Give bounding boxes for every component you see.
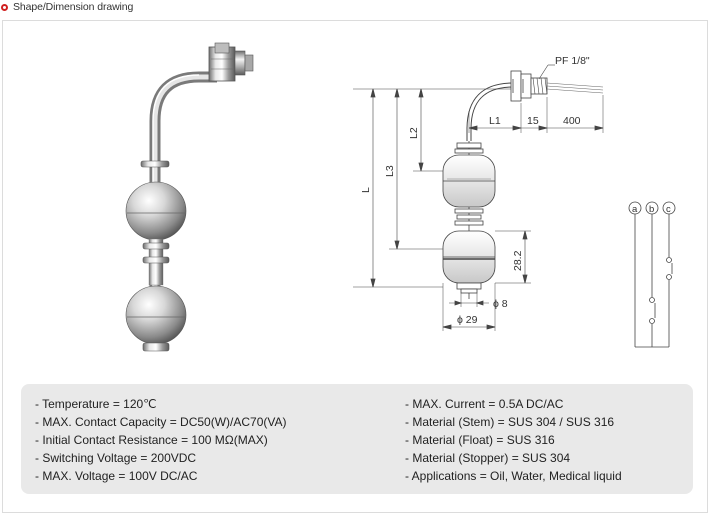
spec-item: - Applications = Oil, Water, Medical liq… [405, 469, 622, 483]
l2-label: L2 [408, 127, 420, 139]
d400-label: 400 [563, 115, 581, 127]
drawing-panel: PF 1/8" L1 15 400 L2 L3 L 28.2 ϕ 8 ϕ 29 … [2, 20, 708, 513]
spec-item: - MAX. Contact Capacity = DC50(W)/AC70(V… [35, 415, 287, 429]
spec-item: - Material (Stopper) = SUS 304 [405, 451, 571, 465]
l3-label: L3 [384, 165, 396, 177]
pf-label: PF 1/8" [555, 55, 590, 67]
spec-item: - MAX. Voltage = 100V DC/AC [35, 469, 198, 483]
spec-item: - Material (Stem) = SUS 304 / SUS 316 [405, 415, 615, 429]
d282-label: 28.2 [512, 250, 524, 271]
terminal-a-label: a [632, 204, 638, 215]
l1-label: L1 [489, 115, 501, 127]
drawing-canvas: PF 1/8" L1 15 400 L2 L3 L 28.2 ϕ 8 ϕ 29 … [125, 42, 676, 352]
spec-item: - Material (Float) = SUS 316 [405, 433, 555, 447]
section-header: Shape/Dimension drawing [0, 0, 133, 14]
technical-drawing [353, 64, 604, 331]
phi29-label: ϕ 29 [457, 314, 478, 326]
dimension-labels: PF 1/8" L1 15 400 L2 L3 L 28.2 ϕ 8 ϕ 29 [360, 55, 590, 326]
spec-item: - Switching Voltage = 200VDC [35, 451, 197, 465]
d15-label: 15 [527, 115, 539, 127]
spec-item: - MAX. Current = 0.5A DC/AC [405, 397, 564, 411]
section-title: Shape/Dimension drawing [13, 1, 134, 13]
phi8-label: ϕ 8 [493, 298, 508, 310]
terminal-b-label: b [649, 204, 654, 215]
sensor-photo [125, 42, 254, 352]
bullet-icon [1, 3, 8, 11]
spec-item: - Temperature = 120℃ [35, 397, 157, 411]
l-label: L [360, 187, 372, 193]
spec-item: - Initial Contact Resistance = 100 MΩ(MA… [35, 433, 268, 447]
terminal-c-label: c [666, 204, 671, 215]
circuit-diagram: a b c [628, 201, 676, 348]
spec-column-left: - Temperature = 120℃ - MAX. Contact Capa… [35, 395, 287, 485]
spec-box: - Temperature = 120℃ - MAX. Contact Capa… [21, 384, 693, 494]
spec-column-right: - MAX. Current = 0.5A DC/AC - Material (… [405, 395, 622, 485]
